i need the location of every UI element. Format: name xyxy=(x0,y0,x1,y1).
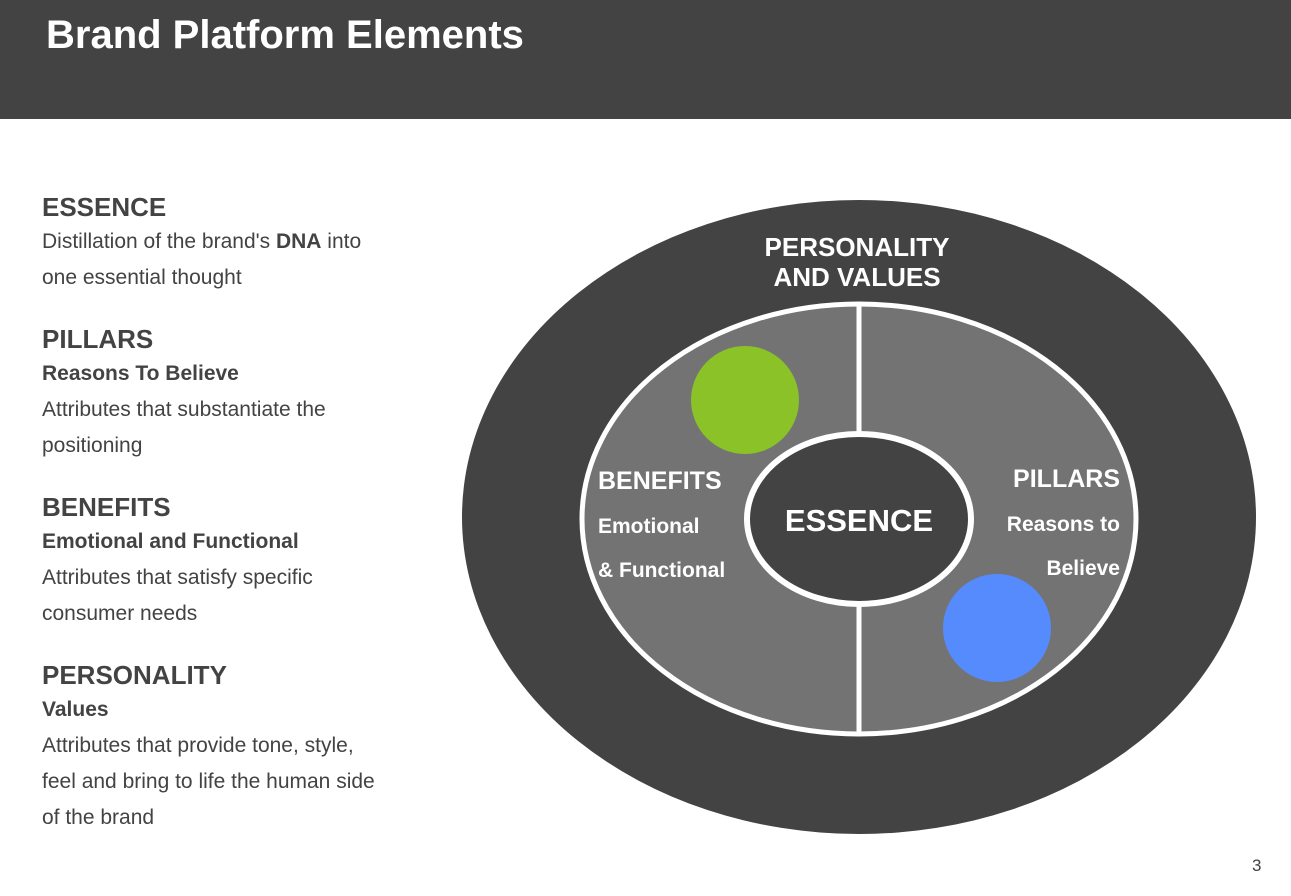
essence-description-line: Distillation of the brand's DNA into xyxy=(42,224,462,260)
essence-text-dna: DNA xyxy=(275,230,322,253)
benefits-heading: BENEFITS xyxy=(42,492,171,522)
pillars-subheading: Reasons To Believe xyxy=(42,362,239,385)
essence-section: ESSENCE Distillation of the brand's DNA … xyxy=(42,190,462,296)
page-title: Brand Platform Elements xyxy=(46,13,524,57)
pillars-label-line2: Believe xyxy=(1046,557,1120,580)
outer-label-line2: AND VALUES xyxy=(773,262,940,292)
header-bar: Brand Platform Elements xyxy=(0,0,1291,119)
personality-heading: PERSONALITY xyxy=(42,660,227,690)
core-label: ESSENCE xyxy=(785,503,933,538)
benefits-section: BENEFITS Emotional and Functional Attrib… xyxy=(42,490,462,632)
personality-subheading: Values xyxy=(42,698,109,721)
benefits-description-line: Attributes that satisfy specific xyxy=(42,566,313,589)
green-dot xyxy=(691,346,799,454)
personality-description-line: of the brand xyxy=(42,806,155,829)
pillars-description-line: positioning xyxy=(42,434,143,457)
personality-description-line: feel and bring to life the human side xyxy=(42,770,375,793)
pillars-label-line1: Reasons to xyxy=(1007,513,1120,536)
personality-section: PERSONALITY Values Attributes that provi… xyxy=(42,658,462,836)
benefits-label-line1: Emotional xyxy=(598,515,700,538)
outer-label-line1: PERSONALITY xyxy=(765,232,950,262)
benefits-label-line2: & Functional xyxy=(598,559,725,582)
benefits-subheading: Emotional and Functional xyxy=(42,530,299,553)
essence-text-pre: Distillation of the brand's xyxy=(42,230,276,253)
benefits-description-line: consumer needs xyxy=(42,602,198,625)
essence-heading: ESSENCE xyxy=(42,192,167,222)
pillars-heading: PILLARS xyxy=(42,324,154,354)
essence-description-line: one essential thought xyxy=(42,266,242,289)
definitions-panel: ESSENCE Distillation of the brand's DNA … xyxy=(42,190,462,862)
pillars-section: PILLARS Reasons To Believe Attributes th… xyxy=(42,322,462,464)
pillars-description-line: Attributes that substantiate the xyxy=(42,398,326,421)
core-ellipse xyxy=(744,431,974,607)
pillars-label-title: PILLARS xyxy=(1013,465,1120,493)
slide-number: 3 xyxy=(1252,856,1262,875)
personality-description-line: Attributes that provide tone, style, xyxy=(42,734,354,757)
essence-text-post: into xyxy=(321,230,362,253)
blue-dot xyxy=(943,574,1051,682)
benefits-label-title: BENEFITS xyxy=(598,467,722,495)
